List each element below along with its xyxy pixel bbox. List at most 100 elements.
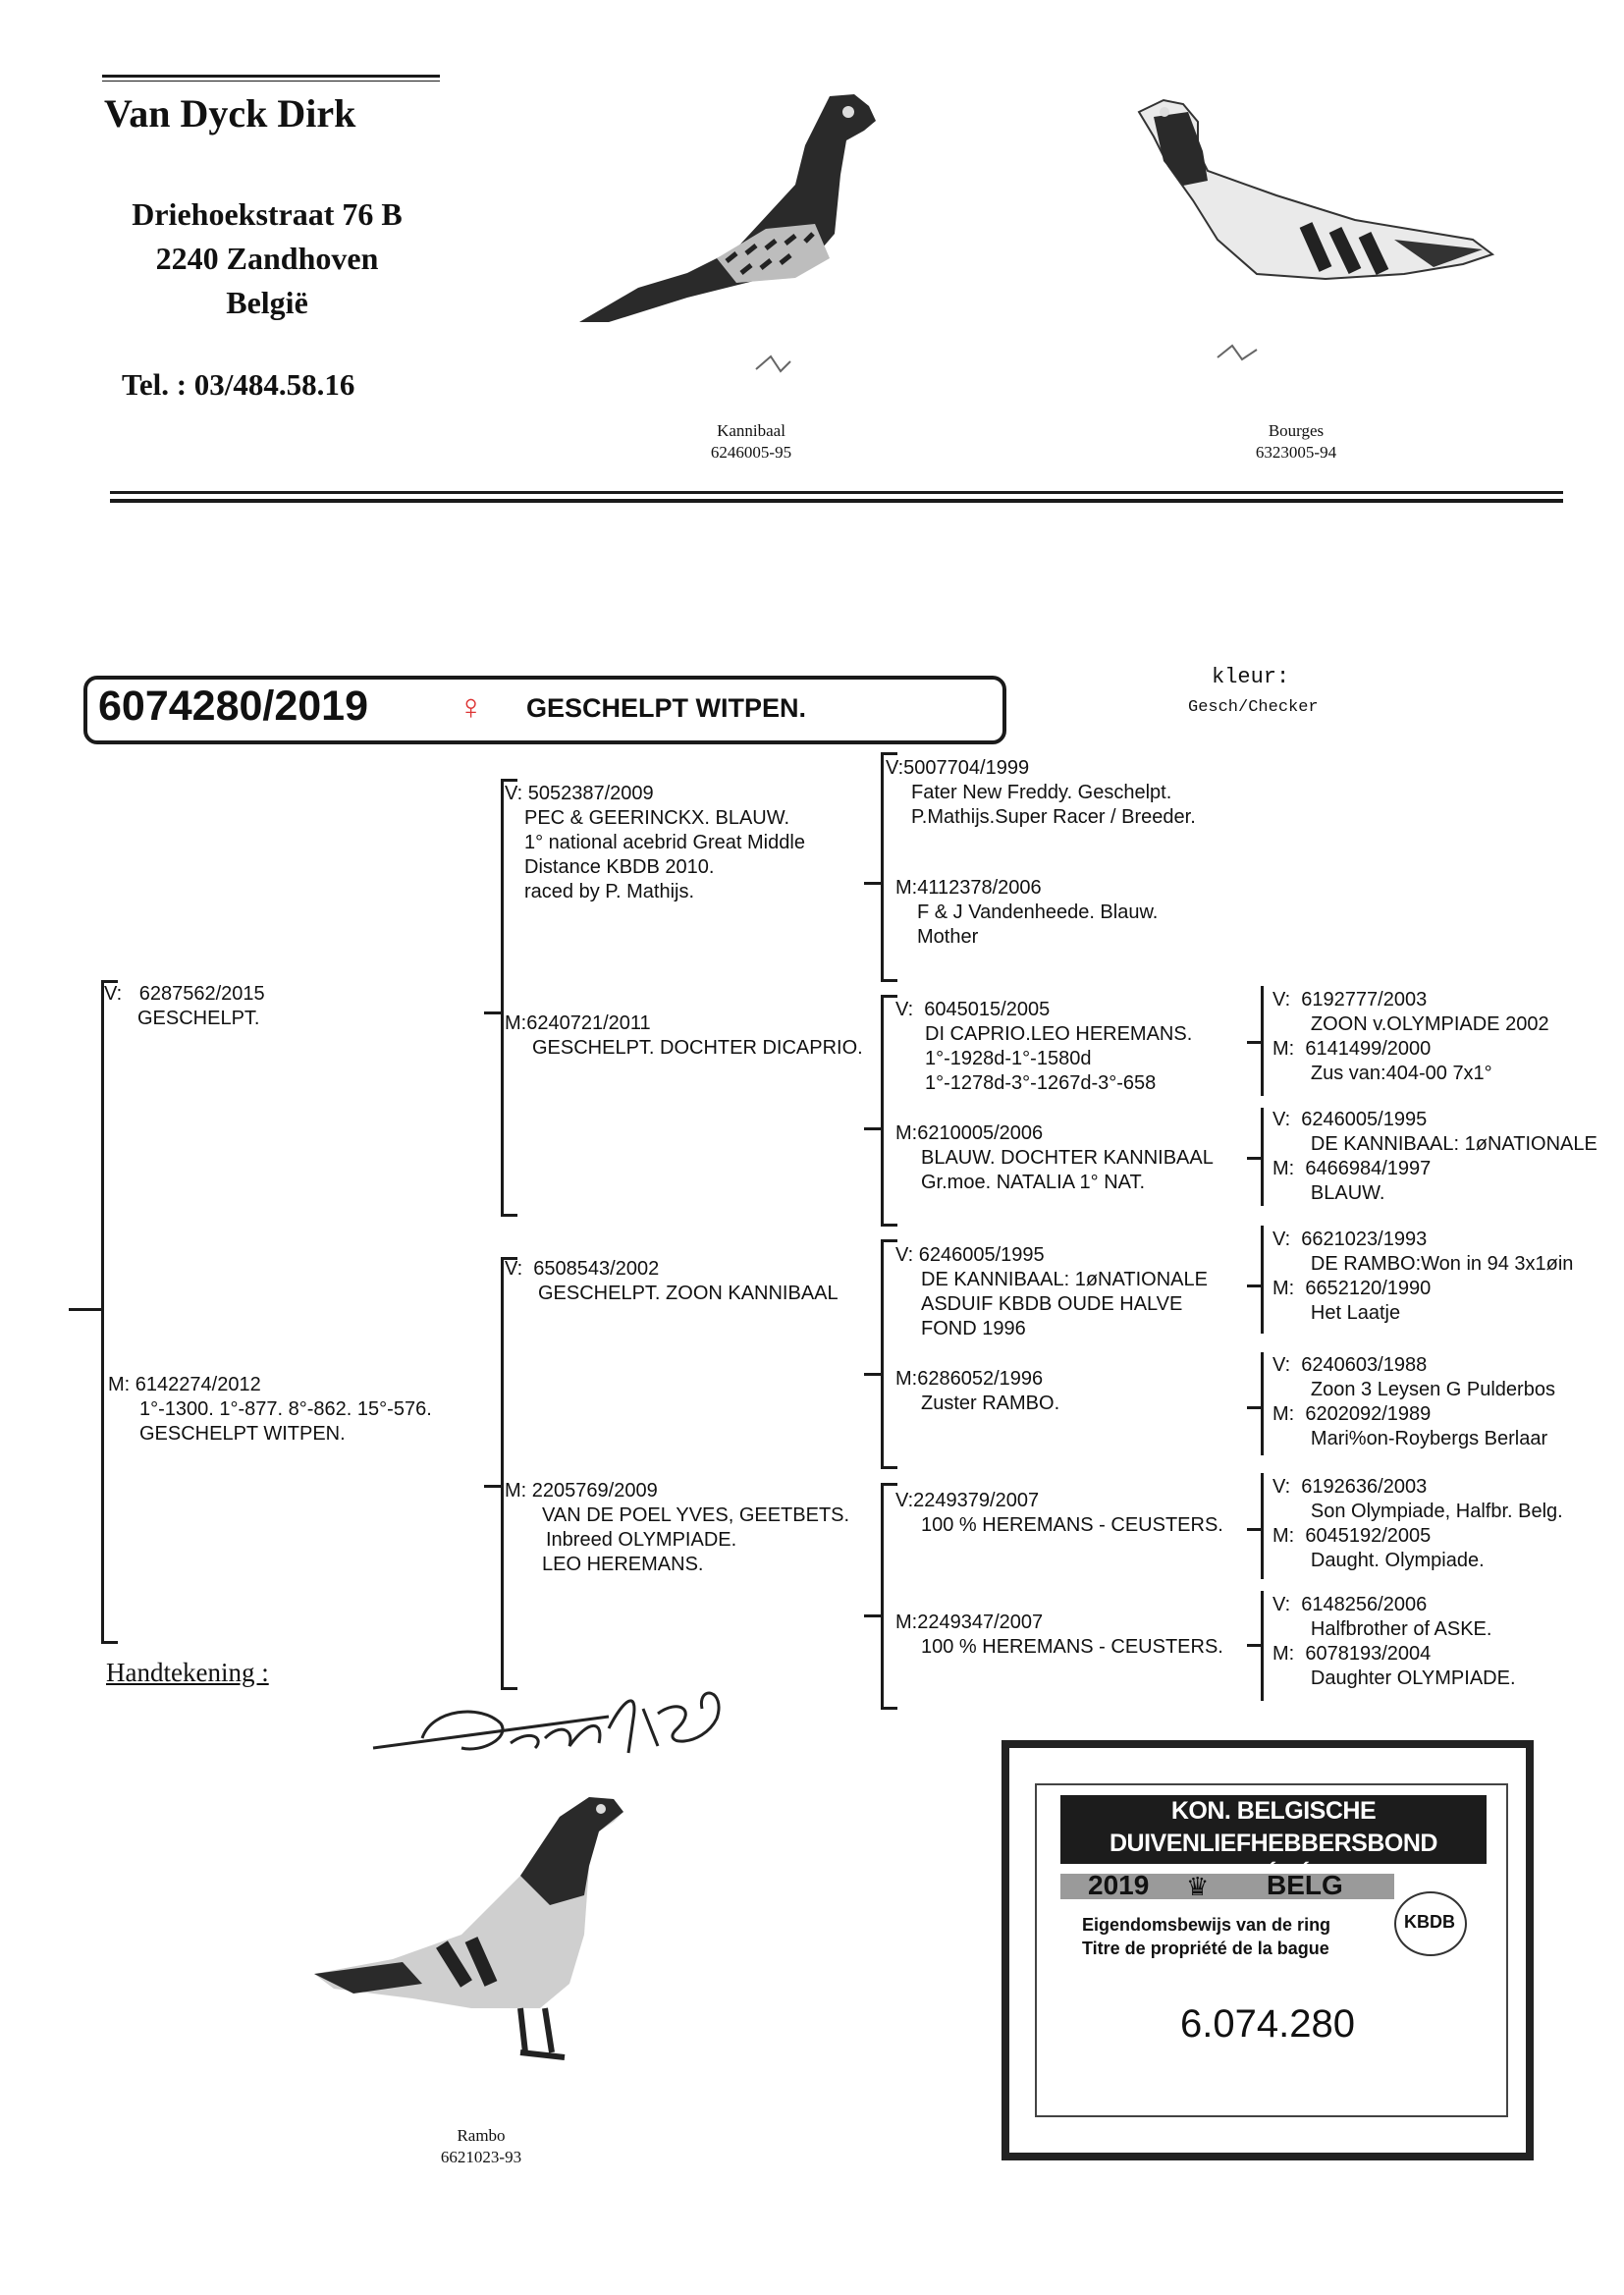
gen4-line-1 xyxy=(1261,986,1264,1096)
gen3-bracket-1 xyxy=(881,752,897,982)
gen1-mother-ring: 6142274/2012 xyxy=(135,1374,261,1395)
photo-caption-kannibaal: Kannibaal 6246005-95 xyxy=(687,420,815,464)
gen1-mother: M: 6142274/2012 1°-1300. 1°-877. 8°-862.… xyxy=(108,1373,432,1447)
gen1-father-ring: 6287562/2015 xyxy=(138,983,265,1005)
gen4-tick-3 xyxy=(1247,1284,1262,1287)
crown-icon: ♛ xyxy=(1186,1872,1210,1901)
kleur-value: Gesch/Checker xyxy=(1188,698,1319,717)
signature-label: Handtekening : xyxy=(106,1658,269,1687)
gen4-mother-line: Zus van:404-00 7x1° xyxy=(1310,1063,1492,1084)
entry-ring: 4112378/2006 xyxy=(917,877,1042,899)
gen3-connector-1 xyxy=(864,882,882,885)
gen4-line-2 xyxy=(1261,1108,1264,1206)
gen1-bracket xyxy=(101,980,118,1644)
entry-line: 100 % HEREMANS - CEUSTERS. xyxy=(921,1636,1223,1658)
entry-line: DI CAPRIO.LEO HEREMANS. xyxy=(925,1023,1193,1045)
entry-ring: 2249379/2007 xyxy=(913,1490,1040,1511)
entry-prefix: M: xyxy=(895,877,918,899)
certificate-number: 6.074.280 xyxy=(1180,2002,1355,2046)
pigeon-photo-rambo xyxy=(314,1797,623,2060)
gen4-father-line: ZOON v.OLYMPIADE 2002 xyxy=(1310,1013,1549,1035)
address-street: Driehoekstraat 76 B xyxy=(132,196,403,232)
header-rule-top xyxy=(102,75,440,78)
entry-line: 1° national acebrid Great Middle xyxy=(524,832,805,853)
gen2-connector-mother xyxy=(484,1485,502,1488)
gen2-entry-4: M: 2205769/2009 VAN DE POEL YVES, GEETBE… xyxy=(505,1479,849,1577)
gen3-bracket-3 xyxy=(881,1239,897,1469)
gen1-father: V: 6287562/2015 GESCHELPT. xyxy=(104,982,265,1031)
gen4-mother-ring: 6078193/2004 xyxy=(1305,1643,1432,1665)
gen4-pair-6: V: 6148256/2006 Halfbrother of ASKE. M: … xyxy=(1272,1594,1516,1689)
entry-line: GESCHELPT. ZOON KANNIBAAL xyxy=(538,1283,839,1304)
gen4-father-line: Halfbrother of ASKE. xyxy=(1310,1618,1492,1640)
entry-ring: 2205769/2009 xyxy=(531,1480,658,1502)
entry-prefix: M: xyxy=(895,1368,918,1390)
header-rule-top-thin xyxy=(102,81,440,82)
photo-ring: 6246005-95 xyxy=(710,443,792,462)
gen4-father-ring: 6148256/2006 xyxy=(1301,1594,1428,1615)
header-rule-bottom xyxy=(110,491,1563,494)
entry-line: F & J Vandenheede. Blauw. xyxy=(917,902,1159,923)
gen4-mother-line: Daught. Olympiade. xyxy=(1310,1550,1485,1571)
subject-ring: 6074280/2019 xyxy=(98,683,369,730)
subject-description: GESCHELPT WITPEN. xyxy=(526,693,807,723)
ownership-certificate: KON. BELGISCHE DUIVENLIEFHEBBERSBOND ROY… xyxy=(1001,1740,1534,2160)
certificate-title-nl: KON. BELGISCHE DUIVENLIEFHEBBERSBOND xyxy=(1110,1797,1437,1857)
gen4-mother-line: BLAUW. xyxy=(1310,1182,1385,1204)
gen4-father-ring: 6246005/1995 xyxy=(1301,1109,1428,1130)
entry-line: 100 % HEREMANS - CEUSTERS. xyxy=(921,1514,1223,1536)
gen4-line-4 xyxy=(1261,1352,1264,1455)
gen4-mother-ring: 6202092/1989 xyxy=(1305,1403,1432,1425)
gen4-father-line: Zoon 3 Leysen G Pulderbos xyxy=(1310,1379,1555,1400)
photo-ring: 6323005-94 xyxy=(1255,443,1337,462)
entry-line: P.Mathijs.Super Racer / Breeder. xyxy=(911,806,1196,828)
breeder-phone: Tel. : 03/484.58.16 xyxy=(122,367,355,402)
breeder-name: Van Dyck Dirk xyxy=(104,91,356,136)
entry-prefix: M: xyxy=(505,1480,527,1502)
gen4-tick-5 xyxy=(1247,1528,1262,1531)
gen4-father-ring: 6240603/1988 xyxy=(1301,1354,1428,1376)
gen3-entry-7: V:2249379/2007 100 % HEREMANS - CEUSTERS… xyxy=(895,1489,1223,1538)
entry-ring: 6508543/2002 xyxy=(533,1258,660,1280)
certificate-year: 2019 xyxy=(1088,1870,1150,1900)
gen4-pair-5: V: 6192636/2003 Son Olympiade, Halfbr. B… xyxy=(1272,1476,1563,1571)
entry-line: DE KANNIBAAL: 1øNATIONALE xyxy=(921,1269,1208,1290)
gen4-mother-line: Het Laatje xyxy=(1310,1302,1401,1324)
entry-line: GESCHELPT. DOCHTER DICAPRIO. xyxy=(532,1037,863,1059)
gen4-pair-2: V: 6246005/1995 DE KANNIBAAL: 1øNATIONAL… xyxy=(1272,1109,1597,1204)
header-rule-bottom-thick xyxy=(110,499,1563,503)
gen4-mother-ring: 6652120/1990 xyxy=(1305,1278,1432,1299)
entry-prefix: V: xyxy=(505,783,523,804)
gen4-tick-2 xyxy=(1247,1157,1262,1160)
address-city: 2240 Zandhoven xyxy=(155,241,379,276)
entry-ring: 6045015/2005 xyxy=(924,999,1051,1020)
gen4-father-line: DE RAMBO:Won in 94 3x1øin xyxy=(1310,1253,1574,1275)
entry-ring: 5052387/2009 xyxy=(527,783,654,804)
gen4-pair-1: V: 6192777/2003 ZOON v.OLYMPIADE 2002 M:… xyxy=(1272,989,1549,1084)
photo-caption-bourges: Bourges 6323005-94 xyxy=(1227,420,1365,464)
gen1-father-line: GESCHELPT. xyxy=(137,1008,260,1029)
entry-line: PEC & GEERINCKX. BLAUW. xyxy=(524,807,790,829)
gen4-mother-line: Mari%on-Roybergs Berlaar xyxy=(1310,1428,1548,1449)
gen4-father-line: DE KANNIBAAL: 1øNATIONALE xyxy=(1310,1133,1597,1155)
entry-line: raced by P. Mathijs. xyxy=(524,881,695,902)
entry-ring: 6286052/1996 xyxy=(917,1368,1044,1390)
gen4-line-5 xyxy=(1261,1473,1264,1579)
gen2-connector-father xyxy=(484,1011,502,1014)
gen1-father-prefix: V: xyxy=(104,983,123,1005)
gen4-tick-4 xyxy=(1247,1406,1262,1409)
kbdb-logo-icon: KBDB xyxy=(1394,1891,1467,1956)
entry-prefix: V: xyxy=(886,757,904,779)
gen4-father-ring: 6192636/2003 xyxy=(1301,1476,1428,1498)
gen4-tick-6 xyxy=(1247,1644,1262,1647)
gen4-mother-ring: 6466984/1997 xyxy=(1305,1158,1432,1179)
gen3-entry-2: M:4112378/2006 F & J Vandenheede. Blauw.… xyxy=(895,876,1158,950)
entry-prefix: M: xyxy=(505,1012,527,1034)
entry-prefix: V: xyxy=(895,1490,914,1511)
gen4-father-ring: 6192777/2003 xyxy=(1301,989,1428,1011)
photo-name: Rambo xyxy=(457,2126,506,2145)
gen1-mother-line: GESCHELPT WITPEN. xyxy=(139,1423,346,1445)
entry-prefix: M: xyxy=(895,1612,918,1633)
logo-text: KBDB xyxy=(1404,1912,1455,1932)
gen3-bracket-4 xyxy=(881,1483,897,1710)
